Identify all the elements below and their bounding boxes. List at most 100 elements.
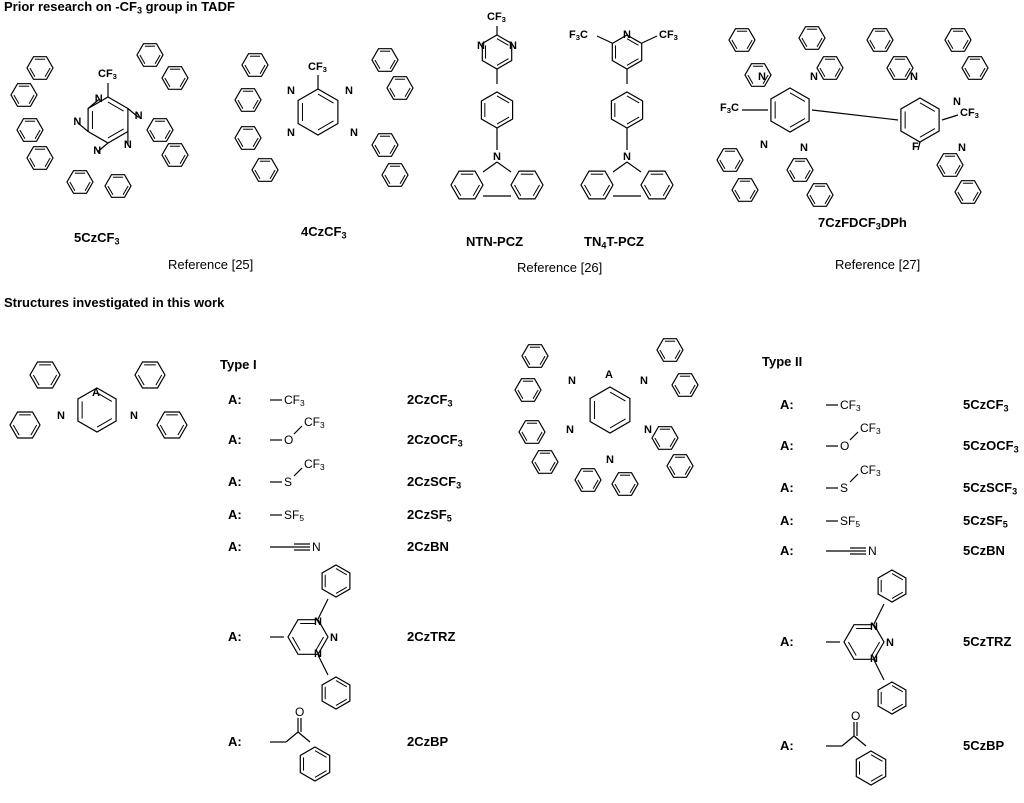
carbazole-ring <box>156 411 188 439</box>
nitrogen-atom-label: N <box>566 424 574 436</box>
nitrogen-atom-label: N <box>644 424 652 436</box>
a-substituent-label: A <box>92 387 100 399</box>
type2-a-label: A: <box>780 438 794 453</box>
nitrogen-atom-label: N <box>134 110 143 123</box>
nitrogen-atom-label: N <box>640 375 648 387</box>
cf3-atom-label: CF3 <box>487 11 506 24</box>
nitrogen-atom-label: N <box>568 375 576 387</box>
phenylene-ring <box>480 91 514 129</box>
type2-compound-name: 5CzCF3 <box>963 397 1009 414</box>
carbazole-ring <box>518 420 546 444</box>
carbazole-ring <box>651 426 679 450</box>
type1-a-label: A: <box>228 507 242 522</box>
nitrogen-atom-label: N <box>123 138 132 151</box>
nitrogen-atom-label: N <box>493 151 501 163</box>
a-substituent-label: A <box>605 369 613 381</box>
phenyl-ring <box>299 746 331 782</box>
carbazole-ring <box>134 361 166 389</box>
carbazole-ring <box>531 450 559 474</box>
type1-compound-name: 2CzTRZ <box>407 629 456 644</box>
carbazole-ring <box>731 178 759 202</box>
nitrogen-atom-label: N <box>73 115 82 128</box>
carbazole-ring <box>16 118 44 142</box>
type1-compound-name: 2CzBN <box>407 539 449 554</box>
carbazole-ring <box>371 48 399 72</box>
carbazole-ring <box>580 170 614 200</box>
phenylene-ring <box>610 91 644 129</box>
carbazole-ring <box>806 183 834 207</box>
cf3-group-label: CF3 <box>840 398 861 414</box>
sulfur-atom-label: S <box>284 475 293 489</box>
carbazole-ring <box>574 468 602 492</box>
pyrimidine-ring <box>481 34 513 70</box>
nitrogen-atom-label: N <box>870 621 878 633</box>
type1-a-label: A: <box>228 432 242 447</box>
carbazole-ring <box>521 344 549 368</box>
type1-compound-name: 2CzSF5 <box>407 507 452 524</box>
type2-compound-name: 5CzSF5 <box>963 513 1008 530</box>
carbazole-ring <box>386 76 414 100</box>
carbazole-ring <box>611 472 639 496</box>
type1-a-label: A: <box>228 539 242 554</box>
type2-compound-name: 5CzSCF3 <box>963 480 1018 497</box>
type1-a-label: A: <box>228 629 242 644</box>
phenyl-ring <box>855 750 887 786</box>
carbazole-ring <box>234 126 262 150</box>
nitrogen-atom-label: N <box>760 139 768 151</box>
nitrogen-atom-label: N <box>94 92 103 105</box>
carbazole-ring <box>450 170 484 200</box>
oxygen-atom-label: O <box>840 439 850 453</box>
nitrogen-atom-label: N <box>623 151 631 163</box>
carbazole-ring <box>26 56 54 80</box>
cf3-group-label: CF3 <box>860 463 881 479</box>
reference-label: Reference [25] <box>168 257 254 272</box>
cf3-atom-label: CF3 <box>308 61 327 74</box>
carbazole-ring <box>816 56 844 80</box>
oxygen-atom-label: O <box>295 705 305 719</box>
nitrogen-atom-label: N <box>958 142 966 154</box>
central-benzene <box>900 97 940 143</box>
nitrogen-atom-label: N <box>910 71 918 83</box>
carbazole-ring <box>104 174 132 198</box>
type2-compound-name: 5CzBN <box>963 543 1005 558</box>
carbazole-ring <box>161 143 189 167</box>
type2-compound-name: 5CzBP <box>963 738 1005 753</box>
cf3-atom-label: CF3 <box>659 29 678 42</box>
central-benzene <box>297 88 339 136</box>
sf5-group-label: SF5 <box>840 514 861 530</box>
carbazole-ring <box>9 411 41 439</box>
carbazole-ring <box>786 158 814 182</box>
type2-a-label: A: <box>780 738 794 753</box>
prior-compound-name: TN4T-PCZ <box>584 234 644 251</box>
sulfur-atom-label: S <box>840 481 849 495</box>
type1-compound-name: 2CzOCF3 <box>407 432 463 449</box>
carbazole-ring <box>866 28 894 52</box>
nitrogen-atom-label: N <box>287 127 295 139</box>
carbazole-ring <box>656 338 684 362</box>
triazine-ring <box>843 624 885 660</box>
carbazole-ring <box>10 83 38 107</box>
type2-compound-name: 5CzOCF3 <box>963 438 1019 455</box>
nitrogen-atom-label: N <box>623 29 631 41</box>
carbazole-ring <box>744 63 772 87</box>
type2-compound-name: 5CzTRZ <box>963 634 1012 649</box>
type1-a-label: A: <box>228 392 242 407</box>
nitrogen-atom-label: N <box>57 410 65 422</box>
type2-a-label: A: <box>780 513 794 528</box>
carbazole-ring <box>961 56 989 80</box>
carbazole-ring <box>716 148 744 172</box>
carbazole-ring <box>371 133 399 157</box>
phenyl-ring <box>321 676 351 710</box>
carbazole-ring <box>381 163 409 187</box>
central-benzene <box>770 87 810 133</box>
type2-a-label: A: <box>780 397 794 412</box>
type2-a-label: A: <box>780 480 794 495</box>
oxygen-atom-label: O <box>851 709 861 723</box>
nitrogen-atom-label: N <box>314 648 322 660</box>
type1-compound-name: 2CzCF3 <box>407 392 453 409</box>
section-header-structures: Structures investigated in this work <box>4 295 225 310</box>
nitrogen-atom-label: N <box>606 454 614 466</box>
central-benzene <box>77 387 117 433</box>
